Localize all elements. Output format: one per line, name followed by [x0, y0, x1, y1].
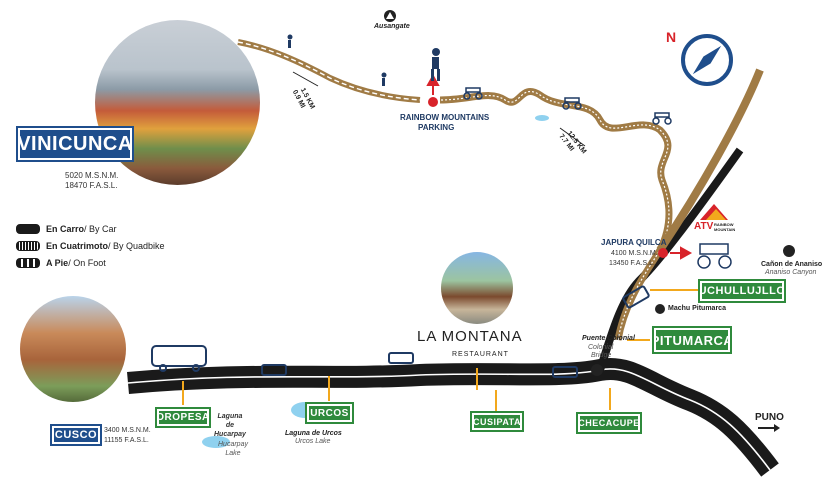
checacupe-sign: CHECACUPE	[576, 412, 642, 434]
bus-icon	[151, 285, 650, 378]
urcos-lake-name: Laguna de Urcos	[285, 430, 342, 437]
legend-quadbike-bold: En Cuatrimoto	[46, 241, 108, 251]
legend-car-bold: En Carro	[46, 224, 85, 234]
atv-brand: ATV	[694, 221, 714, 232]
mountain-lake	[535, 115, 549, 121]
compass-icon: N	[666, 29, 733, 86]
legend-car-swatch	[16, 224, 40, 234]
machu-label: Machu Pitumarca	[668, 305, 726, 312]
parking-line2: PARKING	[418, 123, 455, 132]
cusco-alt-m: 3400 M.S.N.M.	[104, 427, 151, 434]
ausangate-label: Ausangate	[374, 23, 410, 30]
hucarpay-eng: Hucarpay Lake	[218, 440, 248, 458]
japura-alt-m: 4100 M.S.N.M.	[611, 250, 658, 257]
hucarpay-label: Laguna de Hucarpay	[214, 412, 246, 439]
red-arrows	[426, 73, 693, 260]
foot-trail	[237, 39, 421, 103]
puente-alt2: Bridge	[591, 352, 612, 359]
restaurant-photo	[441, 252, 513, 324]
puente-name: Puente Colonial	[582, 335, 635, 342]
vinicunca-alt-ft: 18470 F.A.S.L.	[65, 181, 118, 190]
urcos-lake-eng: Urcos Lake	[295, 438, 331, 445]
vinicunca-photo	[95, 20, 260, 185]
hucarpay-l1: Laguna	[217, 413, 243, 420]
puno-arrowhead	[774, 424, 780, 432]
hucarpay-e2: Lake	[225, 450, 241, 457]
quadbike-icon	[463, 87, 732, 269]
legend-car: En Carro / By Car	[16, 224, 117, 234]
japura-name: JAPURA QUILCA	[601, 238, 667, 247]
ananiso-alt: Ananiso Canyon	[765, 269, 817, 276]
legend-quadbike-rest: / By Quadbike	[108, 241, 165, 251]
town-connectors	[182, 289, 698, 412]
vinicunca-title: VINICUNCA	[16, 126, 134, 162]
legend-car-rest: / By Car	[84, 224, 117, 234]
canyon-icon	[783, 245, 795, 257]
svg-text:N: N	[666, 29, 676, 45]
atv-logo	[700, 204, 728, 220]
ausangate-peak	[386, 12, 394, 19]
japura-pin-icon	[658, 248, 668, 258]
puente-alt1: Colonial	[588, 344, 614, 351]
ananiso-name: Cañon de Ananiso	[761, 261, 823, 268]
bridge-icon	[591, 364, 603, 376]
legend-foot-bold: A Pie	[46, 258, 69, 268]
legend-foot: A Pie / On Foot	[16, 258, 106, 268]
parking-line1: RAINBOW MOUNTAINS	[400, 113, 490, 122]
distance-marker-2	[559, 127, 586, 147]
parking-pin-icon	[428, 97, 438, 107]
oropesa-sign: OROPESA	[155, 407, 211, 428]
puno-label: PUNO	[755, 412, 784, 423]
machu-icon	[655, 304, 665, 314]
japura-alt-ft: 13450 F.A.S.L.	[609, 260, 655, 267]
restaurant-name: LA MONTANA	[417, 328, 523, 345]
uchullujllo-sign: UCHULLUJLLO	[698, 279, 786, 303]
cusco-alt-ft: 11155 F.A.S.L.	[104, 437, 149, 444]
atv-sub2: MOUNTAIN	[714, 227, 736, 232]
cusco-sign: CUSCO	[50, 424, 102, 446]
cusipata-sign: CUSIPATA	[470, 411, 524, 432]
hucarpay-l3: Hucarpay	[214, 431, 246, 438]
pitumarca-sign: PITUMARCA	[651, 326, 733, 354]
cusco-photo	[20, 296, 126, 402]
vinicunca-alt-m: 5020 M.S.N.M.	[65, 171, 119, 180]
legend-quadbike-swatch	[16, 241, 40, 251]
restaurant-sub: RESTAURANT	[452, 351, 509, 358]
legend-quadbike: En Cuatrimoto / By Quadbike	[16, 241, 165, 251]
hucarpay-e1: Hucarpay	[218, 441, 248, 448]
urcos-sign: URCOS	[305, 402, 354, 424]
hiker-icon	[287, 34, 440, 86]
atv-sub1: RAINBOW	[714, 222, 734, 227]
legend-foot-swatch	[16, 258, 40, 268]
distance-marker-1	[292, 71, 319, 87]
hucarpay-l2: de	[225, 422, 235, 429]
hucarpay-lake	[202, 436, 230, 448]
legend-foot-rest: / On Foot	[68, 258, 106, 268]
